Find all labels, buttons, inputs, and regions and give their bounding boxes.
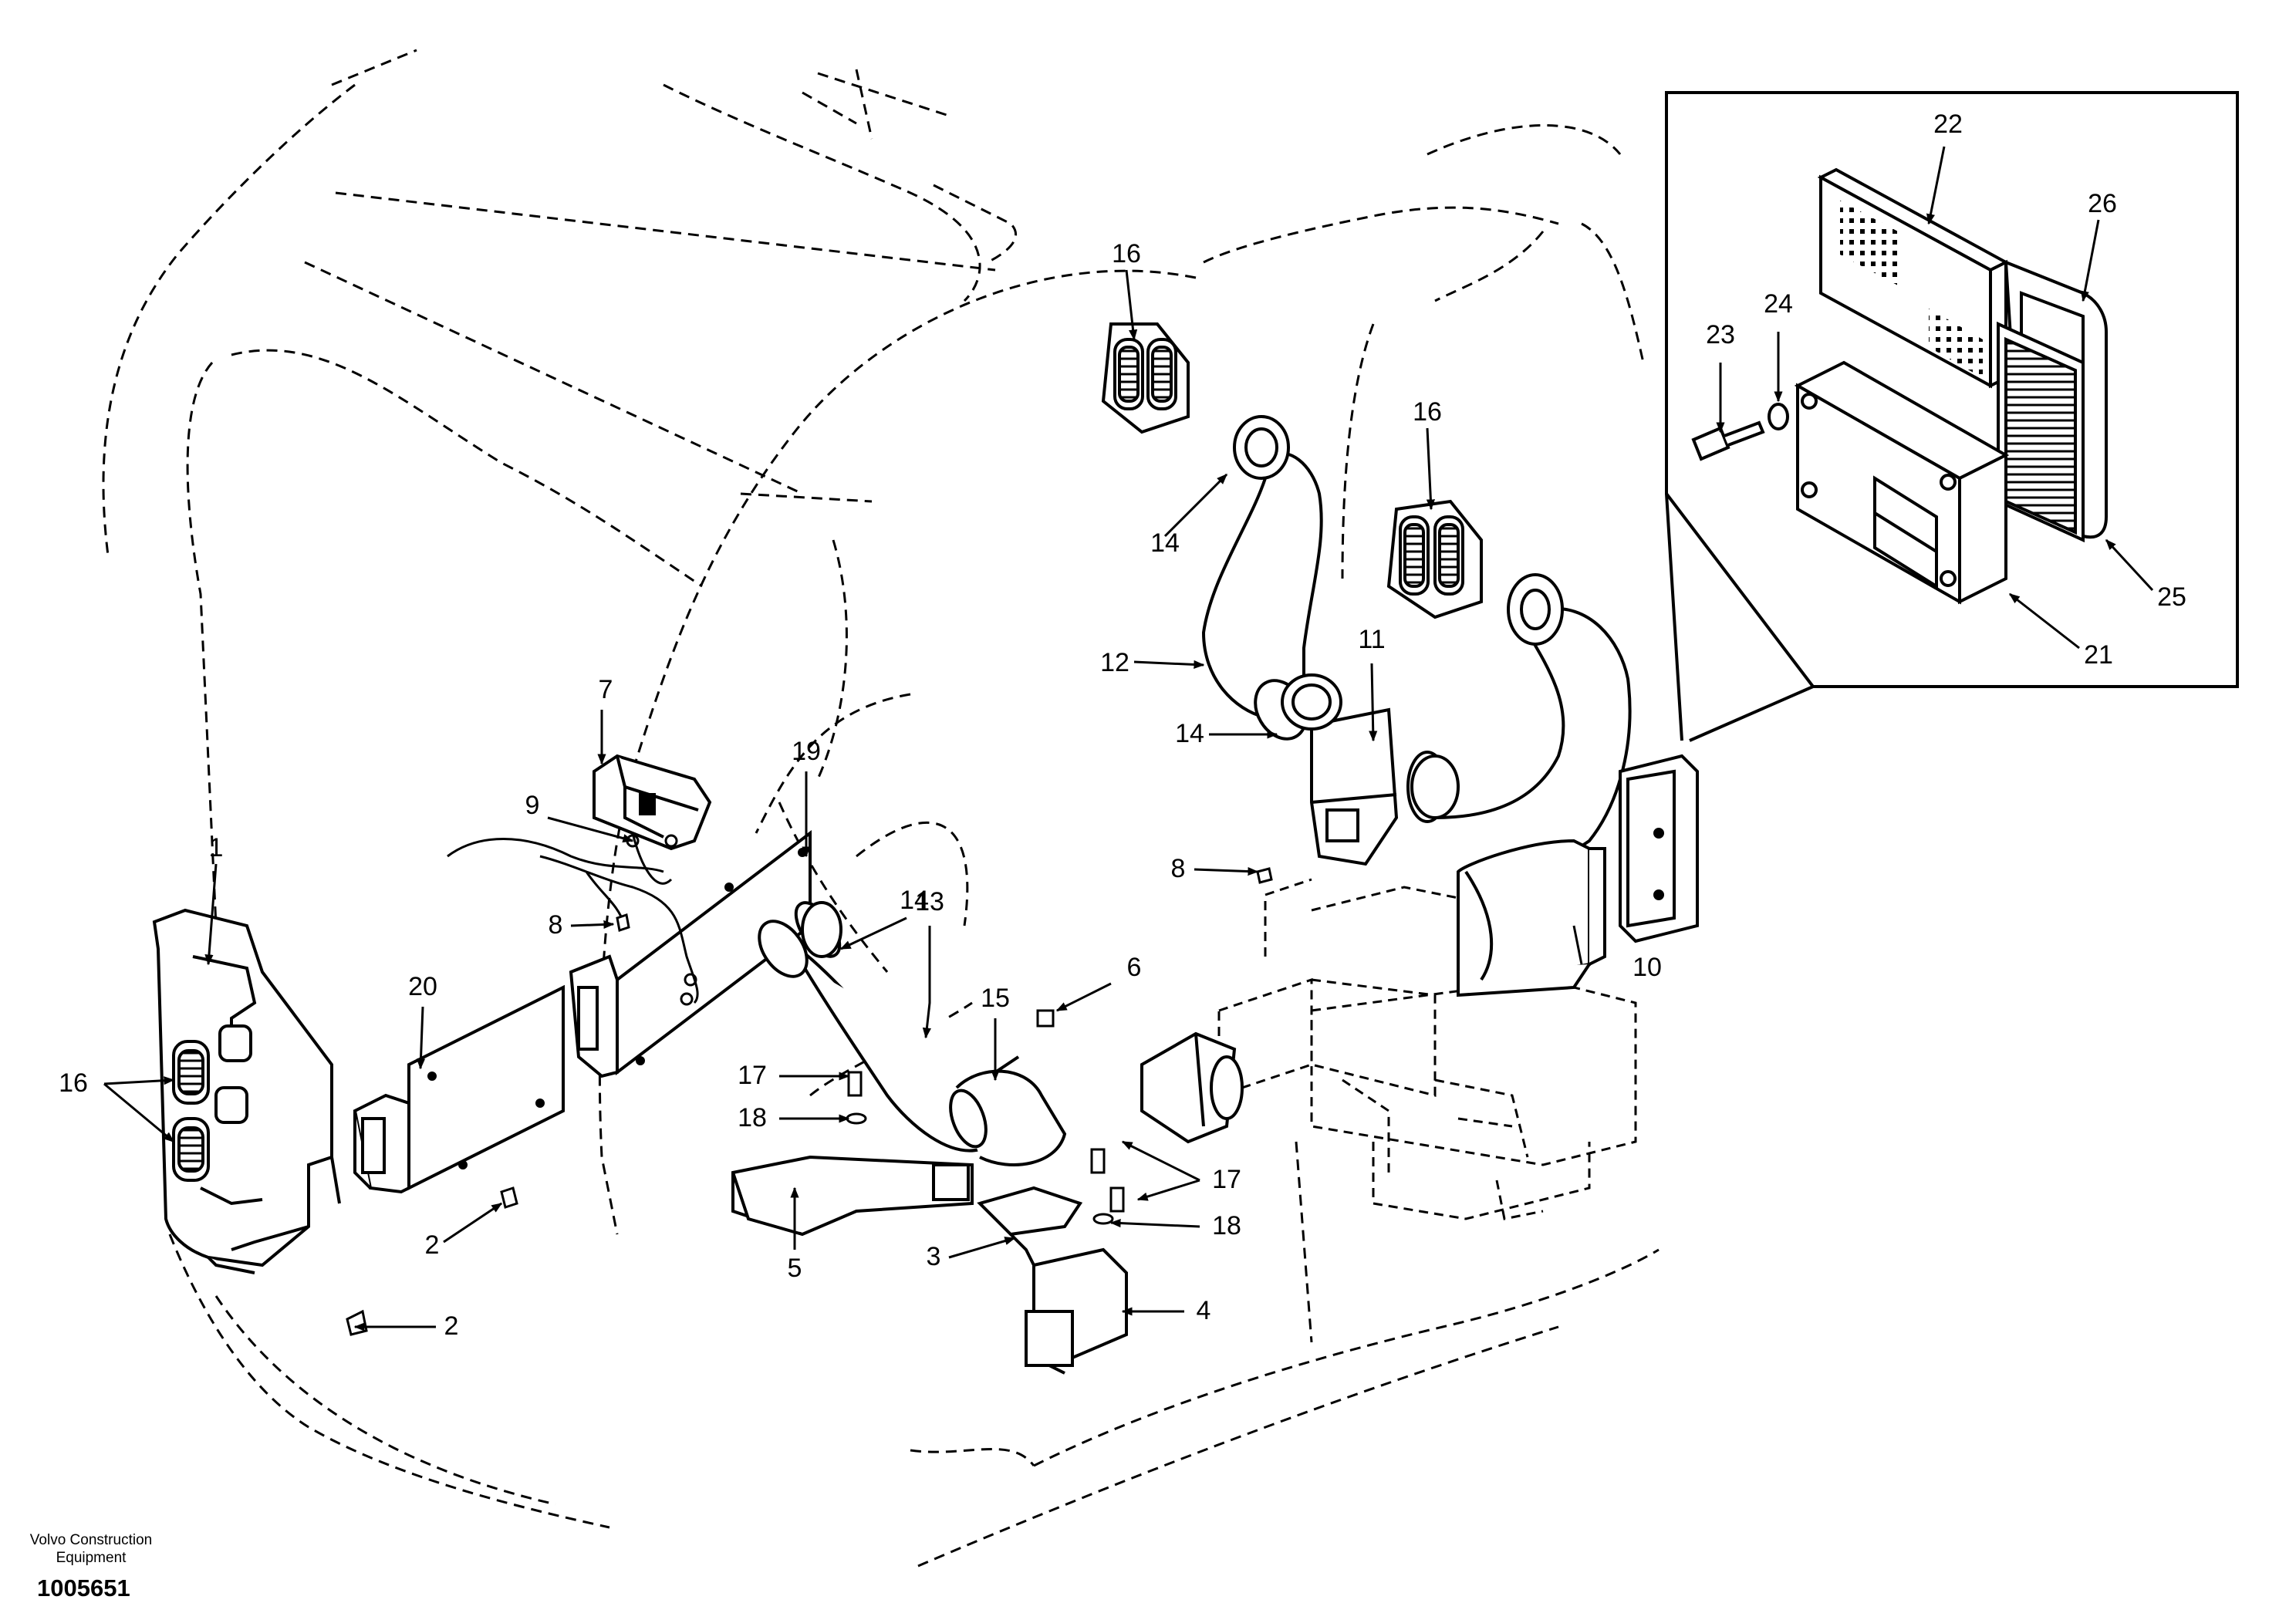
document-number: 1005651: [37, 1574, 130, 1601]
duct-4: [1025, 1247, 1128, 1375]
hose-right: [1434, 573, 1632, 873]
callout-9: 9: [525, 791, 540, 820]
bracket-3: [977, 1186, 1083, 1266]
panel-19: [569, 829, 812, 1078]
callout-11: 11: [1358, 625, 1385, 654]
callout-16-upper-a: 16: [1112, 239, 1141, 268]
switch-7: [593, 754, 712, 851]
callout-25: 25: [2157, 582, 2186, 612]
hose-13: [758, 901, 1067, 1166]
callout-21: 21: [2084, 640, 2113, 670]
callout-26: 26: [2088, 189, 2117, 218]
callout-22: 22: [1933, 110, 1963, 139]
hose-12: [1201, 415, 1323, 741]
callout-5: 5: [788, 1254, 802, 1283]
callout-14-lower: 14: [900, 886, 929, 915]
screw-23: [1691, 420, 1765, 461]
callout-2-lower: 2: [444, 1311, 459, 1341]
callout-6: 6: [1127, 953, 1142, 982]
elbow-10: [1457, 839, 1606, 997]
callout-24: 24: [1764, 289, 1793, 319]
grille-25: [1997, 321, 2085, 543]
callout-1: 1: [209, 833, 224, 862]
callout-labels: 1 16 2 2 3 4 5 6 7 8 8 9 10 11 12 13 14 …: [59, 110, 2186, 1341]
callout-18-left: 18: [738, 1103, 767, 1132]
callout-19: 19: [792, 737, 821, 766]
brand-line-1: Volvo Construction: [29, 1532, 153, 1548]
washer-24: [1768, 403, 1789, 430]
callout-7: 7: [599, 675, 613, 704]
callout-14-upper: 14: [1150, 528, 1180, 558]
panel-20: [353, 984, 565, 1194]
callout-16-left: 16: [59, 1068, 88, 1098]
callout-8-left: 8: [549, 910, 563, 940]
vent-16-upper-b: [1386, 499, 1483, 619]
wiring-harness-9: [447, 832, 699, 1006]
leader-lines: [103, 146, 2154, 1331]
callout-8-right: 8: [1171, 854, 1186, 883]
duct-assembly-1: [152, 908, 341, 1274]
callout-20: 20: [408, 972, 437, 1001]
duct-6: [1140, 1031, 1244, 1144]
brand-line-2: Equipment: [56, 1550, 127, 1566]
footer: Volvo Construction Equipment 1005651: [14, 1531, 168, 1602]
callout-14-middle: 14: [1175, 719, 1204, 748]
callout-23: 23: [1706, 320, 1735, 349]
callout-4: 4: [1197, 1296, 1211, 1325]
callout-2-upper: 2: [425, 1230, 440, 1260]
inset-detail-box: [1665, 91, 2239, 742]
callout-17-left: 17: [738, 1061, 767, 1090]
callout-3: 3: [927, 1242, 941, 1271]
callout-18-right: 18: [1212, 1211, 1241, 1240]
callout-10: 10: [1633, 953, 1662, 982]
cab-outline: [102, 49, 1660, 1568]
vent-16-upper-a: [1101, 322, 1190, 434]
callout-12: 12: [1100, 648, 1129, 677]
fasteners: [346, 867, 1273, 1336]
box-21-installed: [1619, 754, 1699, 943]
callout-13: 13: [915, 887, 944, 916]
cover-22: [1817, 167, 2010, 389]
clamp-14: [801, 673, 1460, 958]
callout-17-right: 17: [1212, 1165, 1241, 1194]
box-21: [1794, 360, 2010, 605]
callout-16-upper-b: 16: [1413, 397, 1442, 427]
duct-5: [731, 1155, 974, 1237]
callout-15: 15: [981, 984, 1010, 1013]
